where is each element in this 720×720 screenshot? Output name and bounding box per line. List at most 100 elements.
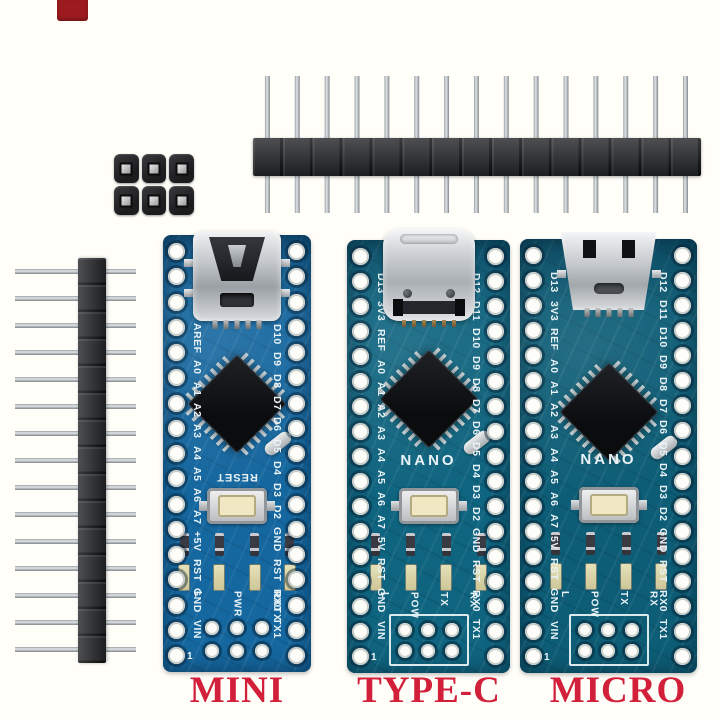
smd-led [655,563,668,590]
icsp-hole [254,643,269,658]
smd-led [620,563,633,590]
pin-label: D5 [657,441,669,457]
pin-hole [487,648,504,665]
pin-hole [674,547,691,565]
smd-led [584,563,597,590]
pin-hole [288,621,305,639]
connector-contact [621,240,635,258]
connector-slot [593,283,624,294]
socket-cell [141,154,167,183]
connector-slot [220,293,254,307]
pin-label: A6 [375,492,387,507]
icsp-hole [398,622,413,637]
pin-label: D10 [271,323,283,345]
pin-label: D10 [470,328,482,349]
pin-label: D6 [271,417,283,432]
pin-label: D6 [470,420,482,436]
caption-micro: MICRO [549,669,687,711]
pin-label: 5V [375,536,387,551]
pin-hole [674,572,691,590]
connector-tab [281,259,290,267]
pin-label: RST [548,557,560,581]
pin-label: RST [657,560,669,583]
pin-label: TX1 [657,619,669,640]
smd-led [213,564,226,591]
usb-c-connector [382,229,475,327]
connector-screw [445,289,455,298]
pin-label: D8 [657,376,669,392]
socket-pin-contact [121,196,131,205]
pin-label: A1 [548,380,560,396]
pin-hole-column-left [352,248,370,665]
pin-hole [487,273,504,290]
pin-label: A0 [375,359,387,374]
smd-led [440,564,453,591]
pin-hole [525,572,542,590]
led-label: PWR [231,591,243,618]
led-label: TX [437,592,449,607]
pin-label: D8 [470,377,482,393]
pin-hole [487,248,504,265]
pin-hole [525,622,542,640]
pin-hole [674,372,691,390]
smd-led [369,564,382,591]
micro-usb-connector [556,232,661,317]
pin-label: D7 [657,398,669,413]
pin-hole [168,268,185,286]
pin-hole [525,547,542,565]
pin-hole [288,520,305,538]
connector-opening [399,234,458,244]
pin-hole [674,472,691,490]
pin-label: GND [657,528,669,554]
pin-hole [288,268,305,286]
pin-hole [525,347,542,365]
pin-hole [288,546,305,563]
smd-resistor [285,533,295,556]
pin-label: A1 [191,381,203,397]
pin-label: D10 [657,327,669,349]
pin-hole [168,647,185,664]
pin-label: D9 [657,355,669,370]
pin-hole [352,648,369,665]
icsp-hole [254,620,269,635]
pin-hole [168,470,185,488]
pin-header-strip-vertical [15,258,136,663]
pin-hole [168,621,185,639]
pin-label: D2 [657,506,669,522]
reset-button-cap [218,495,256,517]
mini-usb-connector [184,231,290,329]
pin-label: A3 [548,425,560,440]
header-pins [15,258,136,663]
connector-shell [560,232,657,310]
pin-label: A6 [191,488,203,503]
pin-hole [168,344,185,361]
pin-header-strip-horizontal [253,76,701,213]
pin-label: REF [375,329,387,352]
pin-label: D3 [271,483,283,498]
smd-column [584,532,597,590]
pin-hole [168,293,185,311]
pin-hole [352,273,369,290]
pin-hole [487,548,504,565]
pin-hole [525,497,542,515]
reset-button [199,488,275,524]
led-label: L [378,592,390,600]
led-label: RX [467,592,479,608]
pin-hole [487,373,504,390]
pin-hole [288,445,305,462]
smd-led [248,564,261,591]
pin-hole [352,448,369,465]
pin-hole [288,419,305,437]
pin-hole [487,523,504,540]
pin-hole [352,473,369,490]
reset-button-cap [409,495,448,517]
pin-hole [487,398,504,415]
smd-resistor [371,533,380,556]
pin-label: D5 [470,442,482,457]
pin-hole [525,297,542,315]
pin-label: D9 [271,351,283,367]
pin-label: GND [548,588,560,614]
